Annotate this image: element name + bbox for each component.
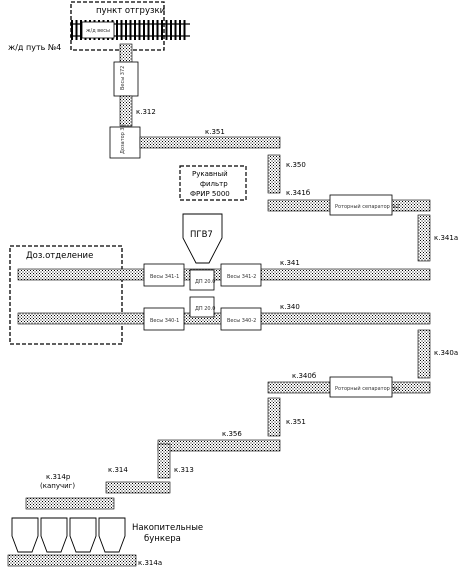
conveyor-356-label: к.356 (222, 430, 242, 438)
conveyor-312-label: к.312 (136, 108, 156, 116)
scale-340-1-label: Весы 340-1 (150, 318, 179, 324)
conveyor-340b-label: к.340б (292, 372, 316, 380)
scale-341-2 (220, 263, 262, 287)
bunkers-label-1: Накопительные (132, 523, 203, 533)
conveyor-350 (267, 154, 281, 194)
conveyor-314r-label-1: к.314р (46, 473, 71, 481)
conveyor-312 (119, 95, 133, 127)
feeder-dp-1 (189, 269, 215, 291)
rotary-separator-2-label: Роторный сепаратор №2 (335, 203, 400, 210)
dosing-department-label: Доз.отделение (26, 251, 93, 261)
scale-340-2 (220, 307, 262, 331)
conveyor-372-chute (119, 43, 133, 63)
feeder-36-box (109, 126, 141, 159)
rail-scale-box (81, 21, 115, 39)
conveyor-351-label: к.351 (205, 128, 225, 136)
bunker-3 (69, 517, 97, 553)
conveyor-340a-label: к.340а (434, 349, 458, 357)
conveyor-350-label: к.350 (286, 161, 306, 169)
rotary-separator-1-label: Роторный сепаратор №1 (335, 385, 400, 392)
storage-bunkers (11, 517, 126, 553)
bag-filter-box (179, 165, 247, 201)
conveyor-351-lower-label: к.351 (286, 418, 306, 426)
scale-340-1 (143, 307, 185, 331)
feeder-dp-1-label: ДП 20.0 (195, 279, 215, 285)
conveyor-340a (417, 329, 431, 379)
pgv7-hopper (182, 213, 223, 264)
scale-341-1 (143, 263, 185, 287)
bag-filter-label-3: ФРИР 5000 (190, 190, 230, 198)
rotary-separator-2 (329, 194, 393, 216)
rail-scale-label: ж/д весы (86, 28, 110, 34)
conveyor-356 (157, 439, 281, 452)
bunkers-label-2: бункера (144, 534, 181, 544)
conveyor-314r-label-2: (капучиг) (40, 482, 75, 490)
conveyor-314a (7, 554, 137, 567)
conveyor-314r (25, 497, 115, 510)
conveyor-351 (139, 136, 281, 149)
conveyor-341-label: к.341 (280, 259, 300, 267)
scale-341-1-label: Весы 341-1 (150, 274, 179, 280)
feeder-dp-2 (189, 296, 215, 318)
rail-track-label: ж/д путь №4 (8, 43, 61, 52)
scale-340-2-label: Весы 340-2 (227, 318, 256, 324)
loading-point-label: пункт отгрузки (96, 6, 165, 16)
conveyor-314a-label: к.314а (138, 559, 162, 567)
conveyor-313 (157, 443, 171, 479)
dosing-department-box (9, 245, 123, 345)
conveyor-351-lower (267, 397, 281, 437)
conveyor-341a-label: к.341а (434, 234, 458, 242)
bunker-4 (98, 517, 126, 553)
conveyor-341a (417, 214, 431, 262)
scale-341-2-label: Весы 341-2 (227, 274, 256, 280)
weigher-372-box (113, 61, 139, 97)
conveyor-314 (105, 481, 171, 494)
rotary-separator-1 (329, 376, 393, 398)
bag-filter-label-2: фильтр (200, 180, 228, 188)
conveyor-340-label: к.340 (280, 303, 300, 311)
bag-filter-label-1: Рукавный (192, 170, 228, 178)
conveyor-314-label: к.314 (108, 466, 128, 474)
conveyor-313-label: к.313 (174, 466, 194, 474)
pgv7-label: ПГВ7 (190, 230, 213, 240)
bunker-1 (11, 517, 39, 553)
conveyor-341b-label: к.341б (286, 189, 310, 197)
feeder-dp-2-label: ДП 20.0 (195, 306, 215, 312)
bunker-2 (40, 517, 68, 553)
weigher-372-label: Весы 372 (120, 66, 126, 90)
feeder-36-label: Дозатор 36 (120, 124, 126, 154)
